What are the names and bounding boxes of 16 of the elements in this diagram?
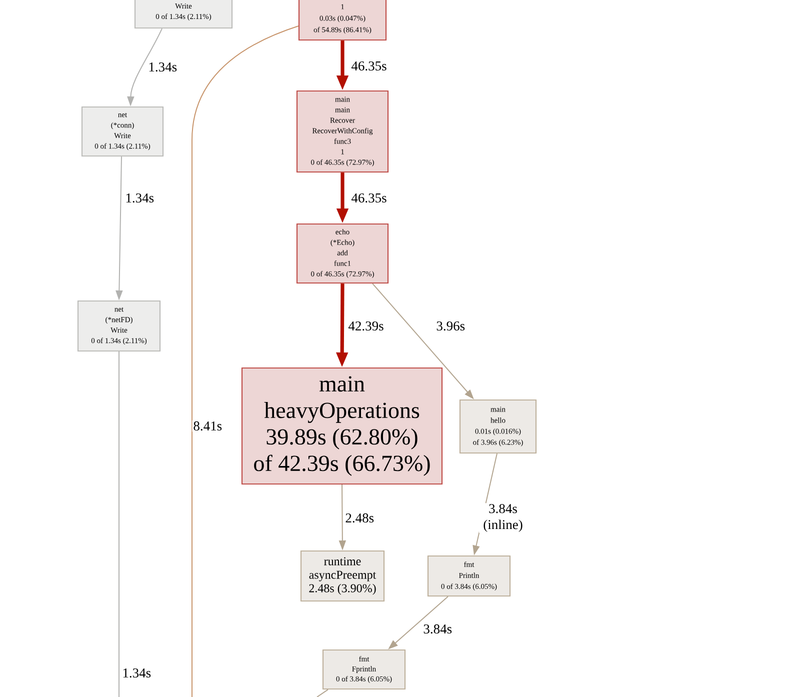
function-box: runtime asyncPreempt 2.48s (3.90%) <box>300 550 385 602</box>
call-line <box>118 351 120 697</box>
edge-label: 3.84s <box>422 623 454 635</box>
edge-label: 2.48s <box>344 512 376 524</box>
call-line <box>192 26 299 697</box>
edge-label: 46.35s <box>350 60 388 72</box>
edge-label: 46.35s <box>350 192 388 204</box>
edge-label: 8.41s <box>192 420 224 432</box>
function-box: main heavyOperations 39.89s (62.80%) of 42.39s (66.73%) <box>241 367 443 485</box>
edge-label: 1.34s <box>147 61 178 73</box>
edge-label: 42.39s <box>347 320 385 332</box>
edge-label: 1.34s <box>124 192 156 204</box>
edge-label: 3.96s <box>435 320 466 332</box>
edge-label: 3.84s (inline) <box>479 503 527 533</box>
edge-label: 1.34s <box>121 667 152 679</box>
call-line <box>316 689 328 697</box>
